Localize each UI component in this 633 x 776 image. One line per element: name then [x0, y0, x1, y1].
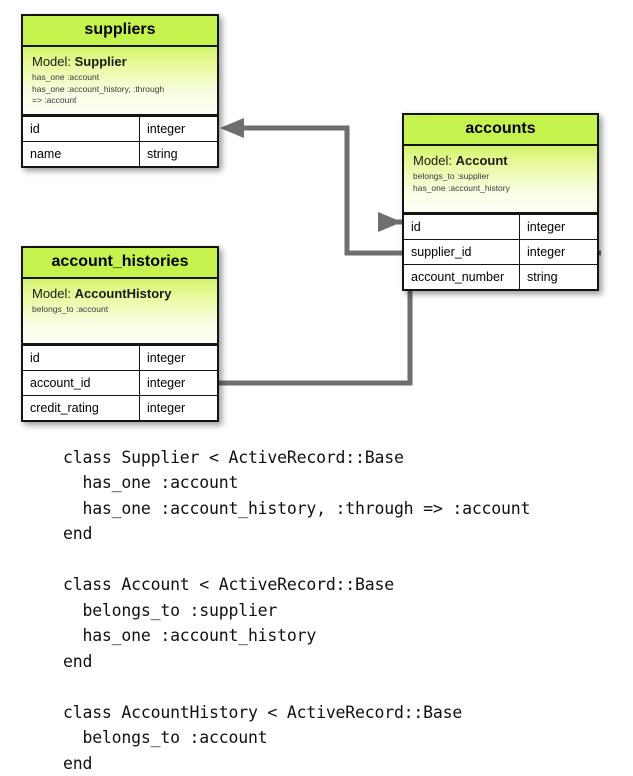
association-line: belongs_to :supplier	[413, 171, 490, 181]
entity-box-account-histories[interactable]: account_histories Model: AccountHistory …	[21, 246, 219, 422]
attribute-name: id	[23, 346, 140, 370]
entity-title-account-histories: account_histories	[23, 248, 217, 279]
association-line: belongs_to :account	[32, 304, 109, 314]
entity-title-accounts: accounts	[404, 115, 597, 146]
entity-model-section-accounts: Model: Account belongs_to :supplier has_…	[404, 146, 597, 214]
arrowhead-into-accounts	[378, 212, 402, 232]
model-name-line-accounts: Model: Account	[413, 153, 588, 168]
attribute-type: string	[147, 147, 178, 161]
entity-box-accounts[interactable]: accounts Model: Account belongs_to :supp…	[402, 113, 599, 291]
attribute-name: credit_rating	[23, 396, 140, 420]
table-row: account_id integer	[23, 370, 217, 395]
model-label: Model:	[32, 286, 75, 301]
attribute-name: supplier_id	[404, 240, 520, 264]
attribute-type: integer	[147, 122, 186, 136]
model-label: Model:	[32, 54, 75, 69]
attribute-type: integer	[527, 220, 566, 234]
attribute-name: account_id	[23, 371, 140, 395]
attribute-type: string	[527, 270, 558, 284]
model-class-name: AccountHistory	[74, 286, 172, 301]
entity-model-section-suppliers: Model: Supplier has_one :account has_one…	[23, 47, 217, 116]
table-row: id integer	[23, 345, 217, 370]
model-label: Model:	[413, 153, 456, 168]
entity-box-suppliers[interactable]: suppliers Model: Supplier has_one :accou…	[21, 14, 219, 168]
attribute-name: id	[23, 117, 140, 141]
association-line: => :account	[32, 95, 77, 105]
attribute-type: integer	[147, 401, 186, 415]
association-line: has_one :account_history, :through	[32, 83, 165, 94]
attribute-name: id	[404, 215, 520, 239]
model-name-line-suppliers: Model: Supplier	[32, 54, 208, 69]
model-name-line-account-histories: Model: AccountHistory	[32, 286, 208, 301]
ruby-code-block: class Supplier < ActiveRecord::Base has_…	[63, 447, 531, 773]
arrowhead-into-suppliers	[220, 118, 244, 138]
table-row: id integer	[23, 116, 217, 141]
attribute-type: integer	[147, 376, 186, 390]
table-row: name string	[23, 141, 217, 166]
table-row: id integer	[404, 214, 597, 239]
entity-title-suppliers: suppliers	[23, 16, 217, 47]
attribute-type: integer	[147, 351, 186, 365]
model-class-name: Account	[455, 153, 508, 168]
model-class-name: Supplier	[74, 54, 127, 69]
table-row: credit_rating integer	[23, 395, 217, 420]
connector-histories-to-accounts	[219, 219, 413, 386]
table-row: account_number string	[404, 264, 597, 289]
attribute-name: name	[23, 142, 140, 166]
association-line: has_one :account	[32, 72, 100, 82]
entity-model-section-account-histories: Model: AccountHistory belongs_to :accoun…	[23, 279, 217, 345]
attribute-name: account_number	[404, 265, 520, 289]
attribute-type: integer	[527, 245, 566, 259]
association-line: has_one :account_history	[413, 182, 510, 193]
table-row: supplier_id integer	[404, 239, 597, 264]
